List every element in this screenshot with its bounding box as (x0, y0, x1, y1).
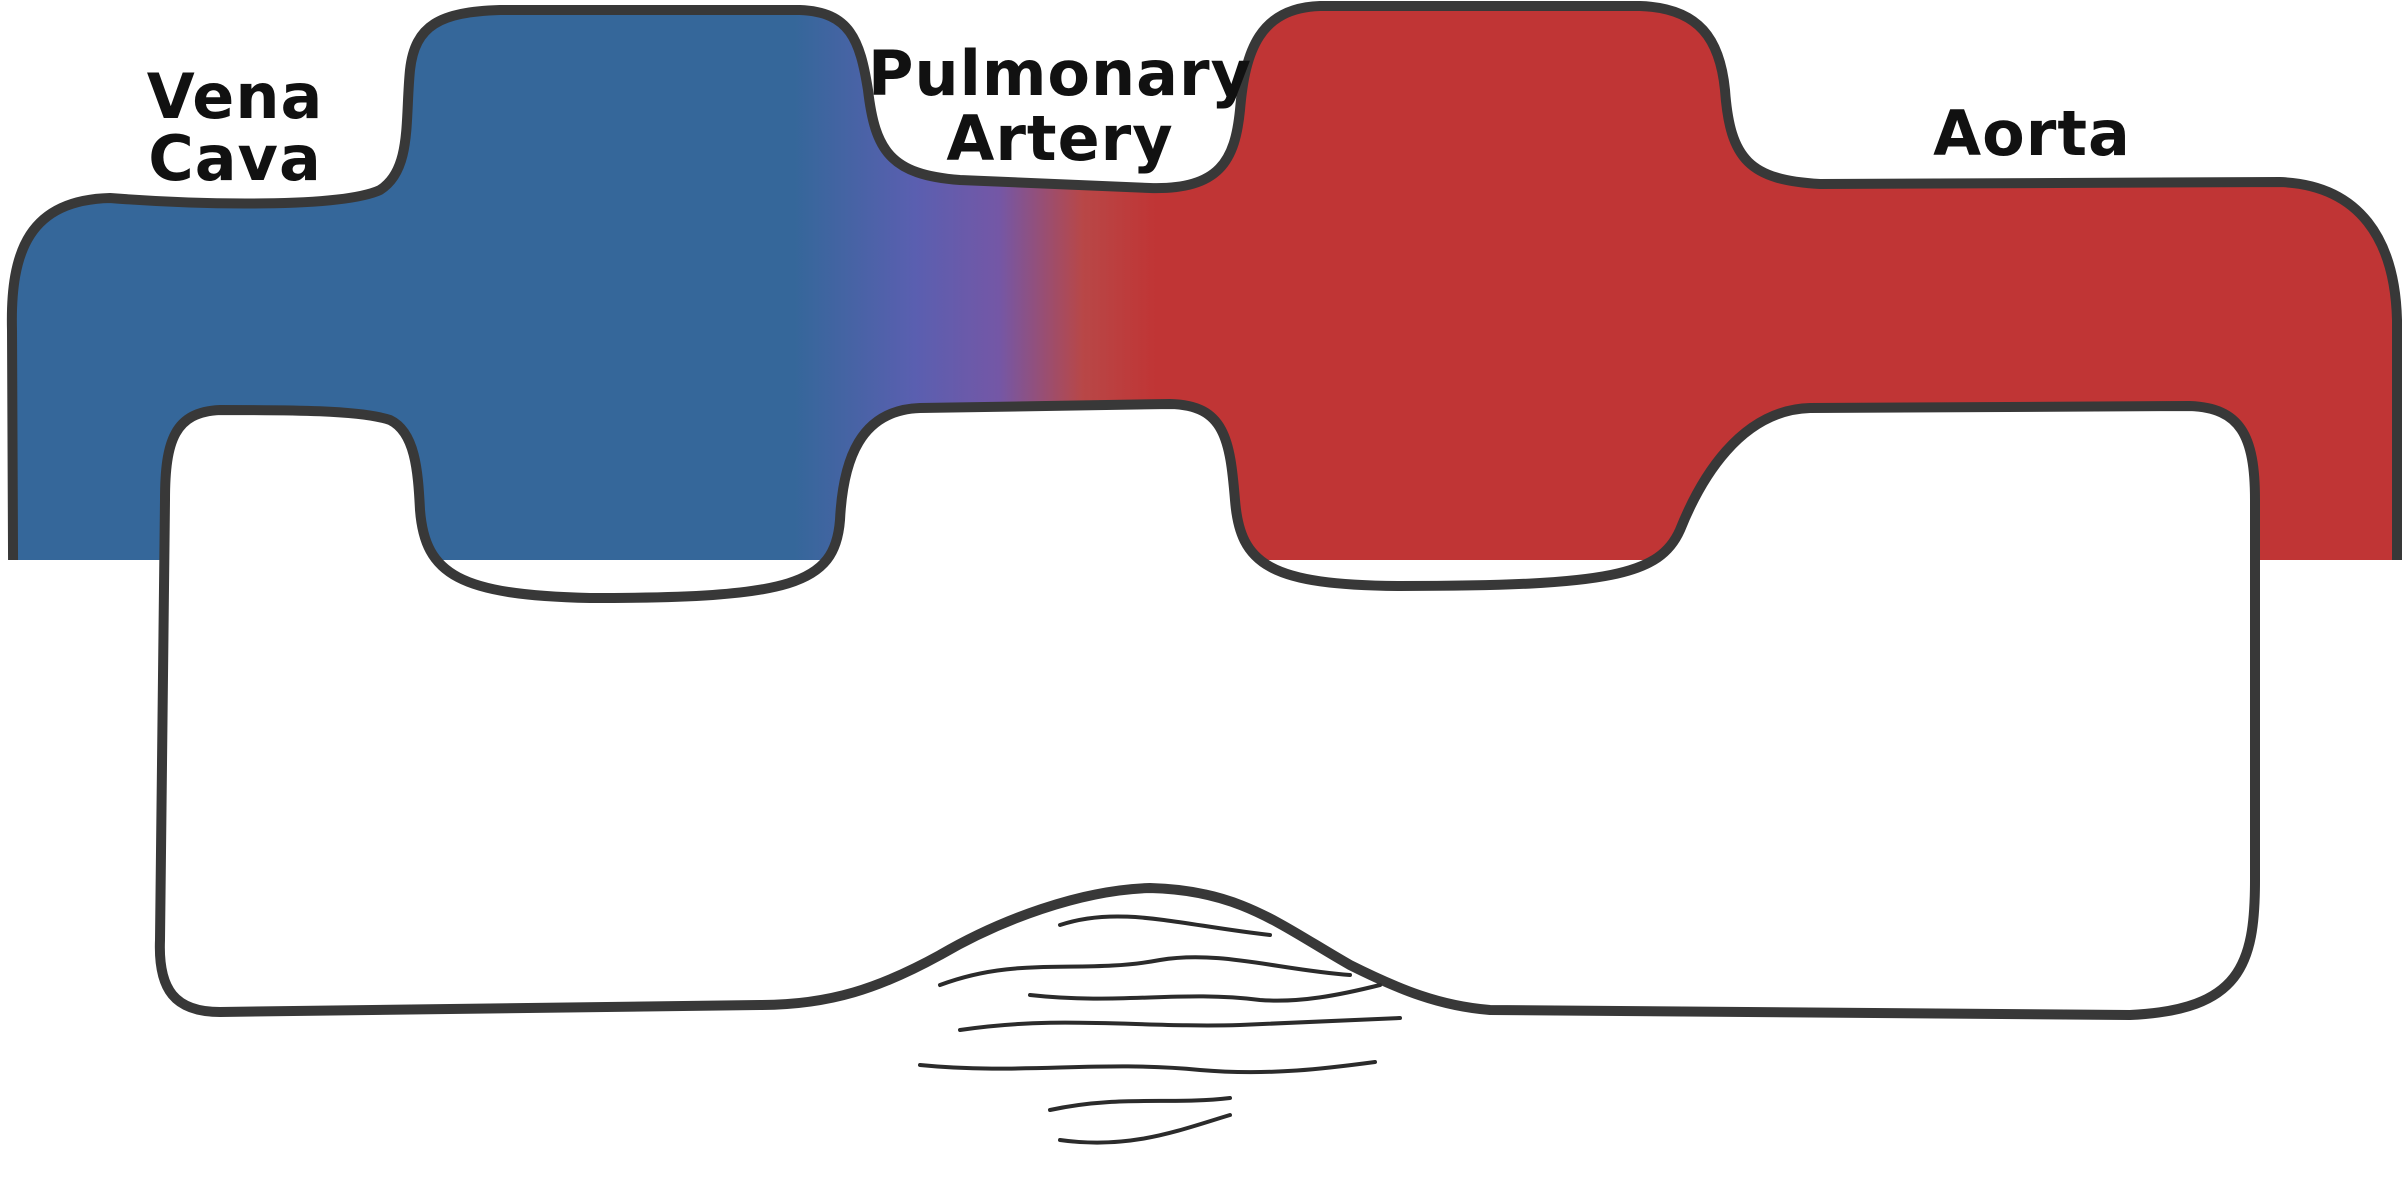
pulmonary-artery-label-line2: Artery (946, 102, 1173, 175)
capillary-line (920, 1062, 1375, 1072)
capillary-line (1060, 1115, 1230, 1143)
aorta-label: Aorta (1933, 97, 2131, 170)
pulmonary-artery-label-line1: Pulmonary (868, 37, 1252, 110)
capillary-line (960, 1018, 1400, 1030)
capillary-line (940, 957, 1350, 985)
capillary-line (1060, 916, 1270, 935)
capillary-line (1050, 1098, 1230, 1110)
capillary-line (1030, 985, 1380, 1001)
vena-cava-label-line2: Cava (148, 122, 322, 195)
